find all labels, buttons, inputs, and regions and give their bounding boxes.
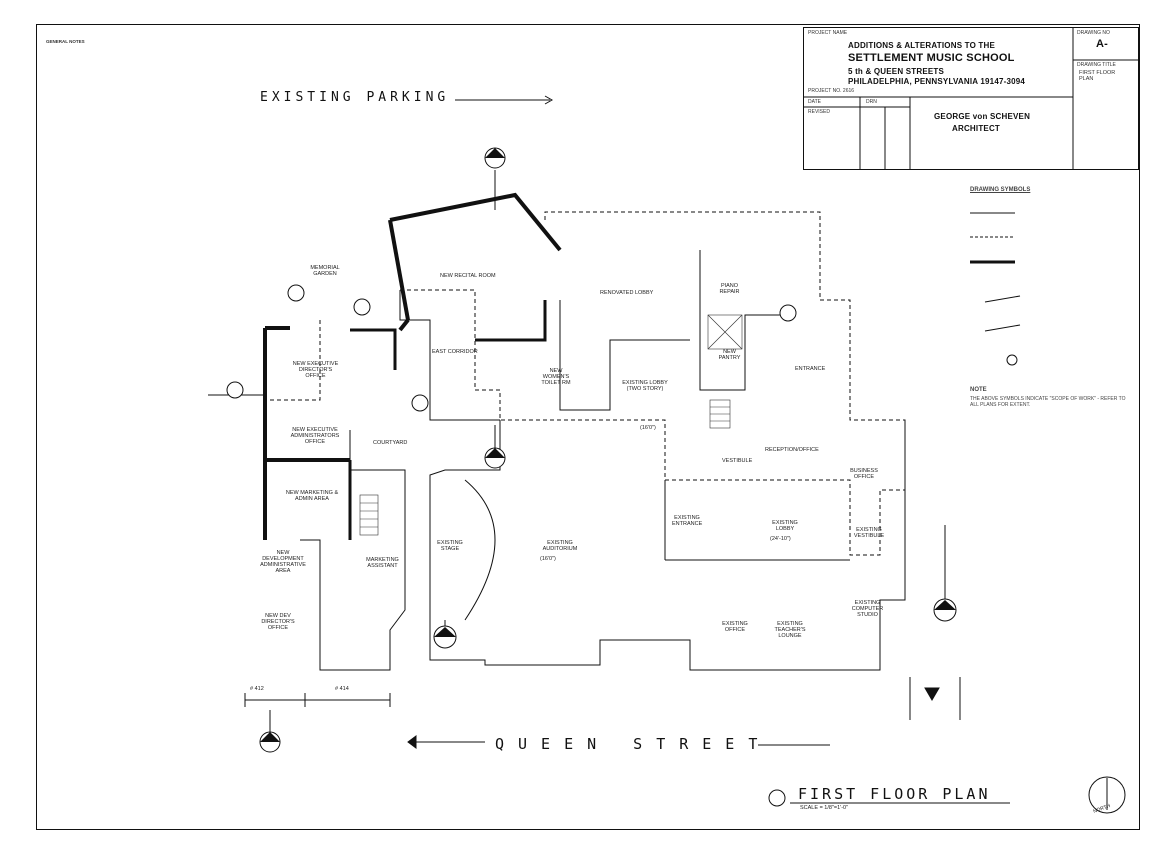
new-executive-directors-office-label: NEW EXECUTIVE DIRECTOR'S OFFICE [292, 361, 339, 379]
first-floor-plan-title: FIRST FLOOR PLAN [798, 785, 991, 803]
project-line1: ADDITIONS & ALTERATIONS TO THE [848, 41, 996, 50]
existing-entrance-label: EXISTING ENTRANCE [672, 515, 703, 527]
new-exec-office-wall [350, 328, 397, 370]
project-line4: PHILADELPHIA, PENNSYLVANIA 19147-3094 [848, 77, 1026, 86]
drawing-no: A- [1096, 38, 1109, 50]
existing-wall-pantry [699, 250, 780, 391]
existing-computer-studio-label: EXISTING COMPUTER STUDIO [851, 600, 884, 618]
section-marker-bottom-fill [260, 732, 280, 742]
existing-auditorium-label: EXISTING AUDITORIUM [542, 540, 578, 552]
project-no: PROJECT NO. 2616 [808, 88, 855, 94]
vestibule-label: VESTIBULE [722, 458, 753, 464]
drawing-no-label: DRAWING NO [1077, 30, 1110, 36]
existing-parking-label: EXISTING PARKING [260, 90, 450, 105]
new-recital-room-label: NEW RECITAL ROOM [440, 273, 496, 279]
drawing-title: FIRST FLOOR PLAN [1079, 70, 1116, 82]
existing-wall-corridor [399, 290, 500, 421]
existing-teachers-lounge-label: EXISTING TEACHER'S LOUNGE [774, 621, 806, 639]
existing-lobby-2-label: EXISTING LOBBY [772, 520, 798, 532]
stage-arc [464, 479, 496, 621]
project-line2: SETTLEMENT MUSIC SCHOOL [848, 52, 1015, 64]
scale-label: SCALE = 1/8"=1'-0" [800, 805, 849, 811]
drn-label: DRN [866, 99, 877, 105]
entrance-symbol-3 [924, 687, 940, 701]
legend-note-title: NOTE [970, 387, 987, 393]
legend-title: DRAWING SYMBOLS [970, 187, 1031, 193]
existing-stage-label: EXISTING STAGE [437, 540, 463, 552]
architect-name: GEORGE von SCHEVEN [934, 112, 1031, 121]
memorial-garden-label: MEMORIAL GARDEN [310, 265, 340, 277]
existing-vestibule-label: EXISTING VESTIBULE [853, 527, 885, 539]
renovated-lobby-label: RENOVATED LOBBY [600, 290, 654, 296]
entrance-label: ENTRANCE [795, 366, 826, 372]
street-arrow-left-head [407, 735, 417, 749]
existing-wall-lobby-3 [559, 300, 690, 411]
section-marker-east-fill [934, 600, 956, 610]
piano-repair-label: PIANO REPAIR [719, 283, 740, 295]
project-line3: 5 th & QUEEN STREETS [848, 67, 945, 76]
new-recital-wall-corner [398, 318, 410, 332]
revised-label: REVISED [808, 109, 830, 115]
title-circle [768, 789, 786, 807]
parking-arrow-head [544, 95, 554, 105]
section-marker-garden [287, 284, 305, 302]
legend-symbol-6 [1006, 354, 1018, 366]
reception-office-label: RECEPTION/OFFICE [765, 447, 819, 453]
height-1: (16'0") [640, 425, 656, 431]
legend-symbol-4 [984, 295, 1021, 303]
north-arrow-circle [1088, 776, 1126, 814]
section-marker-corridor [411, 394, 429, 412]
marketing-assistant-label: MARKETING ASSISTANT [366, 557, 399, 569]
scope-dashed-outline-2 [265, 320, 321, 401]
existing-wall-outline [429, 420, 906, 671]
existing-wall-west [300, 430, 406, 671]
dim-414: # 414 [335, 686, 349, 692]
section-marker-north [353, 298, 371, 316]
drawing-title-label: DRAWING TITLE [1077, 62, 1116, 68]
height-3: (24'-10") [770, 536, 791, 542]
new-development-admin-area-label: NEW DEVELOPMENT ADMINISTRATIVE AREA [260, 550, 306, 574]
elevator-box [707, 314, 743, 350]
new-marketing-admin-area-label: NEW MARKETING & ADMIN AREA [285, 490, 339, 502]
stair-west [359, 494, 379, 536]
existing-lobby-label: EXISTING LOBBY (TWO STORY) [622, 380, 668, 392]
height-2: (16'0") [540, 556, 556, 562]
section-marker-stage-fill [434, 627, 456, 637]
new-recital-wall-top [389, 192, 562, 252]
legend-symbol-5 [984, 324, 1021, 332]
scope-dashed-outline-1 [400, 211, 906, 556]
new-executive-admin-office-label: NEW EXECUTIVE ADMINISTRATORS OFFICE [290, 427, 340, 445]
new-recital-wall-bottom [475, 300, 547, 342]
drawing-sheet [36, 24, 1140, 830]
new-pantry-label: NEW PANTRY [718, 349, 741, 361]
notes-header: GENERAL NOTES [46, 39, 85, 44]
section-marker-piano [779, 304, 797, 322]
new-womens-label: NEW WOMEN'S TOILET RM [541, 368, 571, 386]
project-name-label: PROJECT NAME [808, 30, 848, 36]
queen-street-label: QUEEN STREET [495, 735, 772, 753]
general-notes: GENERAL NOTES [46, 39, 204, 48]
section-marker-top-fill [485, 148, 505, 158]
business-office-label: BUSINESS OFFICE [850, 468, 878, 480]
new-dev-directors-office-label: NEW DEV DIRECTOR'S OFFICE [261, 613, 295, 631]
legend-note-text: THE ABOVE SYMBOLS INDICATE "SCOPE OF WOR… [970, 396, 1126, 408]
existing-office-label: EXISTING OFFICE [722, 621, 748, 633]
new-recital-wall-left [388, 219, 410, 321]
dim-412: # 412 [250, 686, 264, 692]
east-corridor-label: EAST CORRIDOR [432, 349, 478, 355]
section-marker-west [226, 381, 244, 399]
architect-role: ARCHITECT [952, 124, 1001, 133]
title-block: PROJECT NAME ADDITIONS & ALTERATIONS TO … [803, 27, 1139, 170]
date-label: DATE [808, 99, 821, 105]
courtyard-label: COURTYARD [373, 440, 408, 446]
section-marker-mid-fill [485, 448, 505, 458]
